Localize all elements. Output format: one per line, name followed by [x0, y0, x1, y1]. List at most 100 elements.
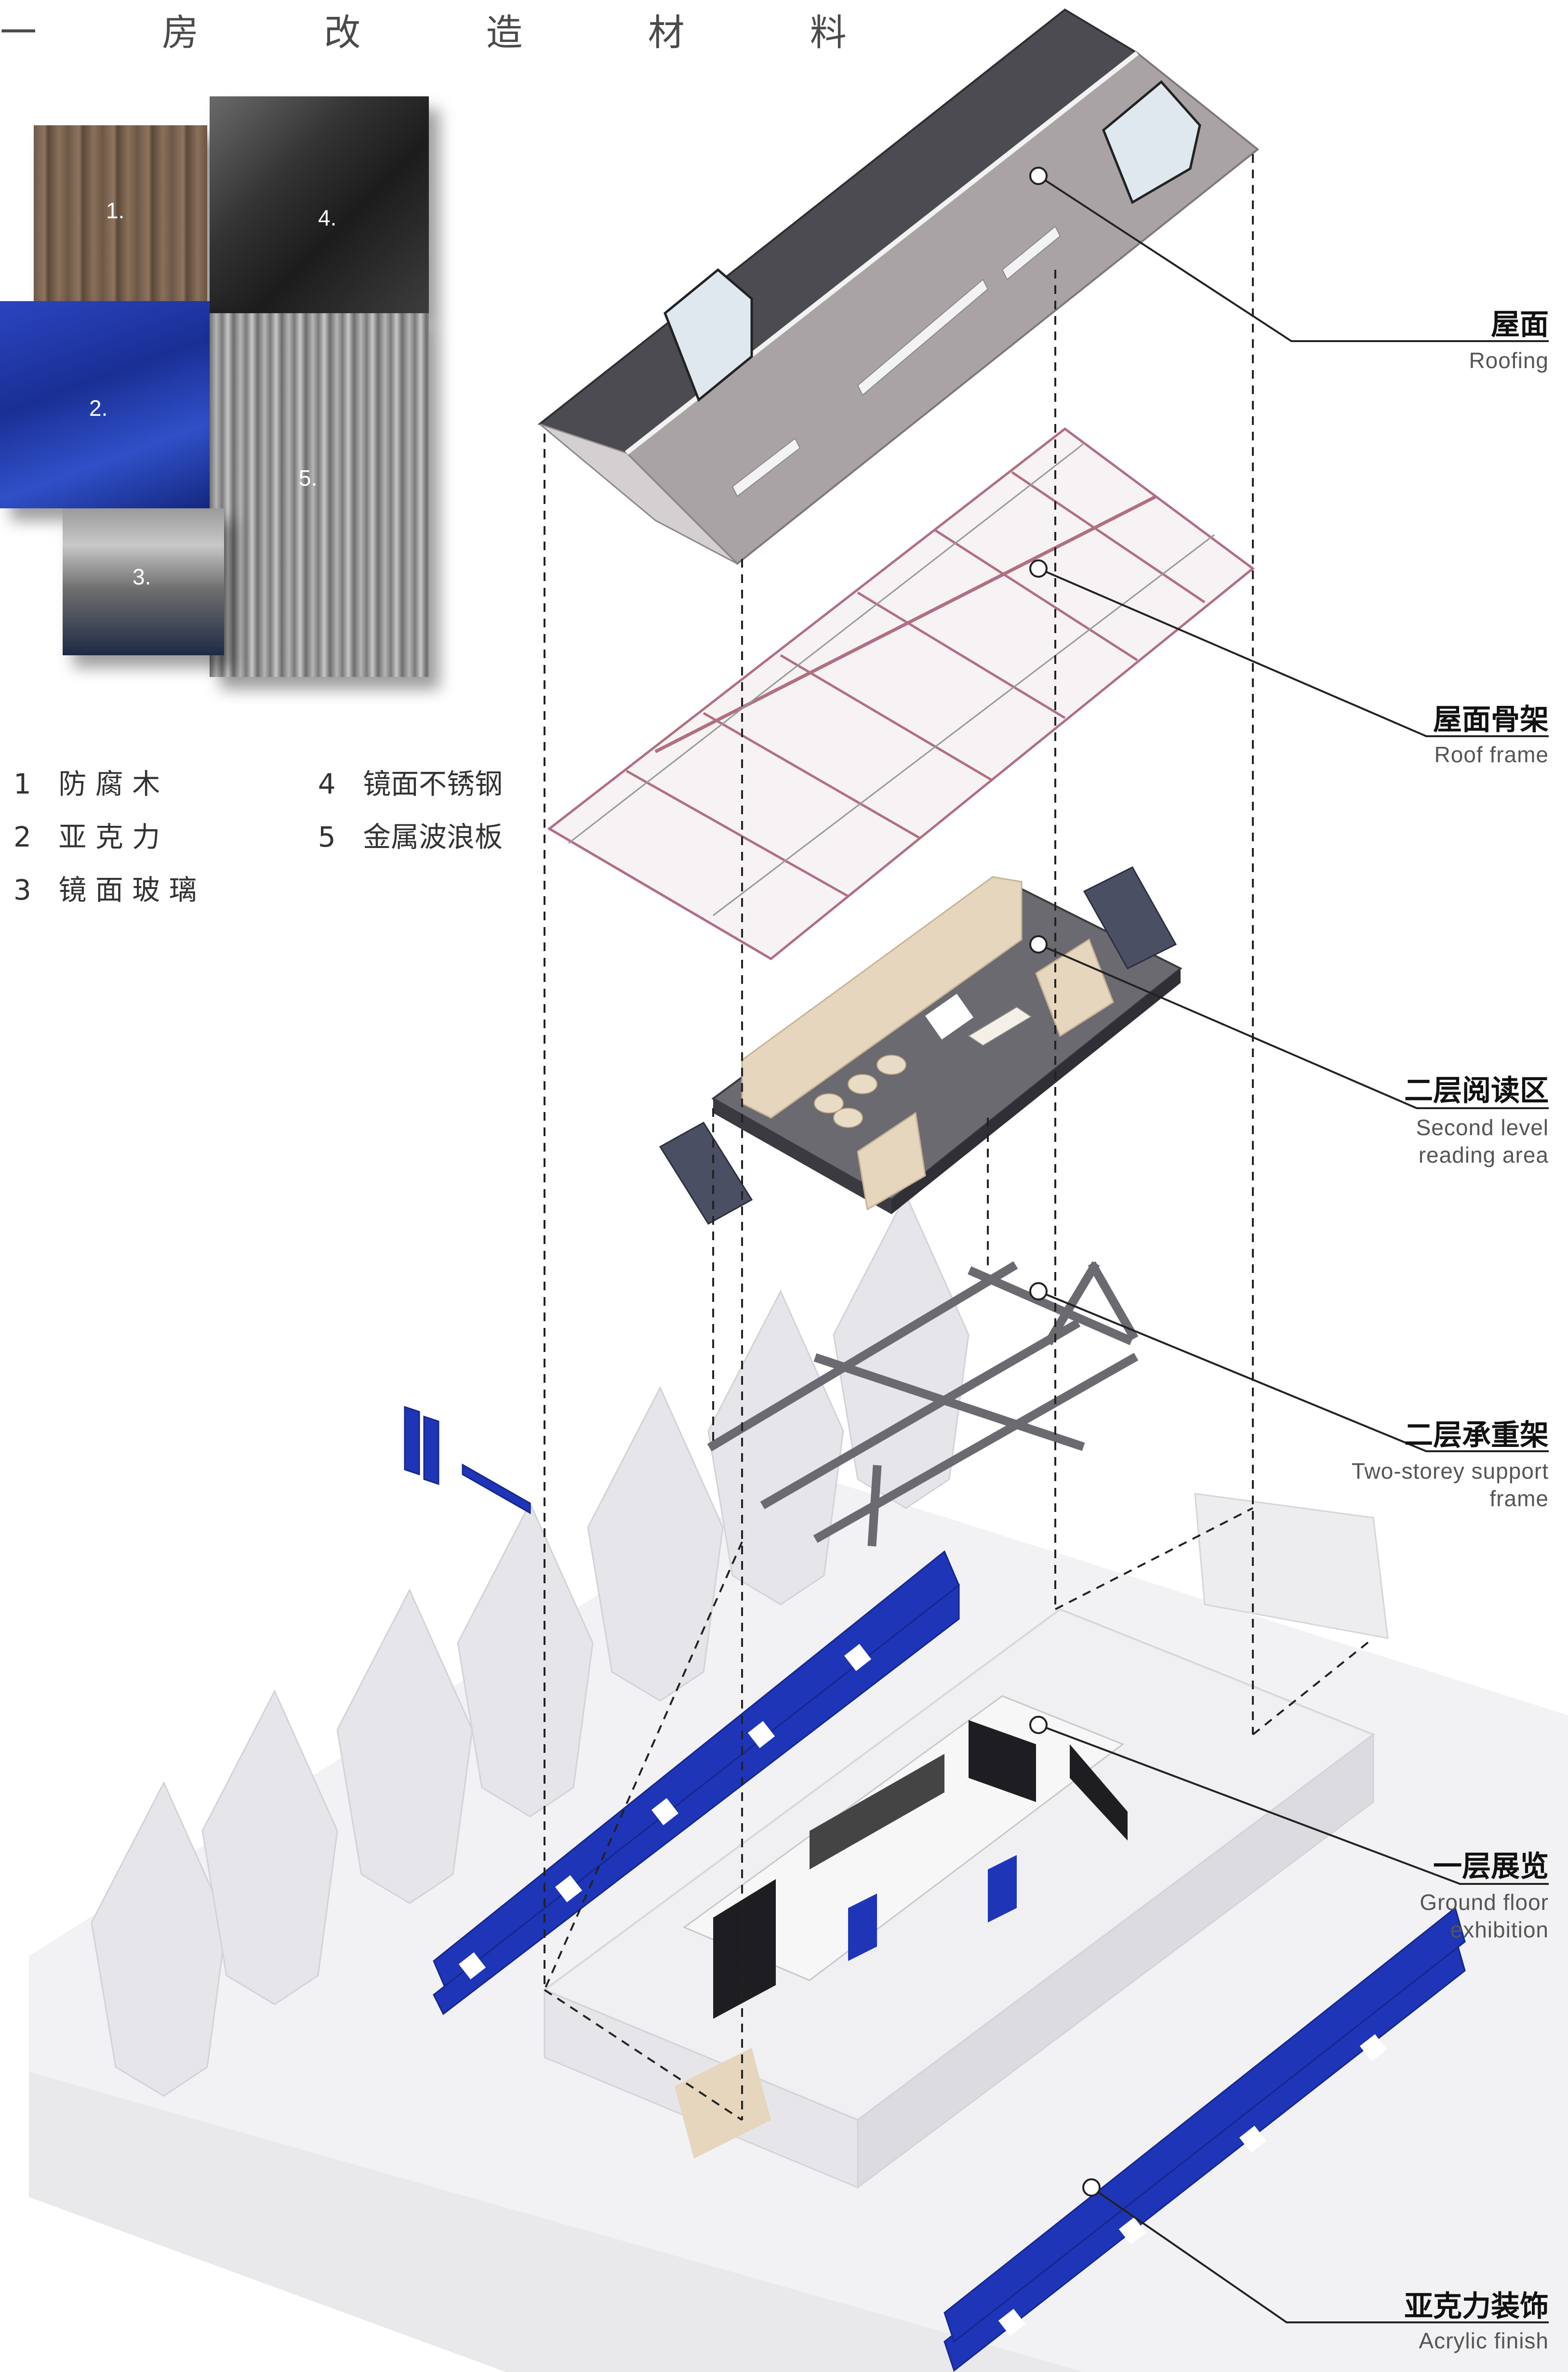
- reading-floor-edge: [891, 968, 1181, 1214]
- acrylic-window: [458, 1952, 486, 1980]
- acrylic-panel-windows: [458, 1643, 1387, 2336]
- roof-frame-rafter: [625, 769, 849, 898]
- roof-frame-rafter: [548, 827, 772, 960]
- exhibition-blue-stand: [988, 1855, 1017, 1922]
- legend-number: 4: [318, 768, 336, 800]
- acrylic-fragment: [404, 1405, 420, 1476]
- leader-reading-area: [1038, 943, 1549, 1109]
- swatch-number: 2.: [89, 396, 108, 421]
- seat: [814, 1093, 844, 1113]
- callout-dot: [1082, 2178, 1101, 2197]
- reading-skylight-void: [925, 994, 973, 1040]
- projection-lines: [544, 154, 1374, 2121]
- label-exhibition: 一层展览: [1433, 1850, 1549, 1883]
- exhibition-panel: [810, 1754, 944, 1869]
- legend-name: 镜 面 玻 璃: [58, 874, 197, 906]
- tree-row: [91, 1193, 970, 2097]
- exhibition-panel: [969, 1720, 1036, 1802]
- legend-name: 防 腐 木: [58, 768, 160, 800]
- callout-dots: [1029, 167, 1101, 2197]
- label-reading-area: 二层阅读区: [1404, 1074, 1549, 1108]
- acrylic-panel-back-lower: [433, 1583, 960, 2015]
- leader-support-frame: [1038, 1290, 1549, 1452]
- roof-front-gable: [539, 423, 738, 565]
- acrylic-window: [1239, 2125, 1267, 2153]
- projection-line: [1252, 1637, 1374, 1736]
- callout-dot: [1029, 935, 1048, 954]
- roof-frame-rafter: [1011, 471, 1206, 604]
- seat: [833, 1108, 863, 1128]
- reading-floor-edge: [713, 1099, 891, 1214]
- projection-line: [544, 1989, 743, 2121]
- seat: [848, 1074, 877, 1094]
- tree: [201, 1689, 338, 2005]
- label-acrylic-en: Acrylic finish: [1419, 2328, 1549, 2353]
- dormer: [664, 268, 753, 402]
- leader-acrylic: [1090, 2186, 1549, 2323]
- label-roof-frame-en: Roof frame: [1434, 742, 1549, 767]
- ground-floor-building: [542, 1493, 1389, 2189]
- callout-leaders: [1037, 175, 1549, 2323]
- acrylic-window: [555, 1875, 583, 1903]
- legend-name: 镜面不锈钢: [363, 768, 503, 800]
- label-acrylic: 亚克力装饰: [1404, 2290, 1549, 2323]
- label-roofing-en: Roofing: [1469, 348, 1549, 373]
- tree: [587, 1386, 724, 1702]
- reading-table: [968, 1006, 1032, 1047]
- roof-skylight: [1001, 225, 1061, 280]
- acrylic-panel-front-top: [943, 1907, 1466, 2343]
- acrylic-window: [1118, 2217, 1146, 2245]
- swatch-mirror-glass: 3.: [63, 508, 224, 655]
- support-truss: [1044, 1261, 1100, 1346]
- legend-row-1: 1 防 腐 木 4 镜面不锈钢: [13, 761, 503, 802]
- acrylic-fragment: [423, 1415, 439, 1485]
- tree: [707, 1289, 844, 1605]
- reading-area: [659, 866, 1183, 1225]
- label-support-frame-en: Two-storey support frame: [1351, 1458, 1549, 1511]
- roof-frame-purlin: [568, 442, 1085, 844]
- page-title: 一 房 改 造 材 料: [0, 11, 904, 54]
- ground-road: [29, 2072, 1084, 2372]
- label-reading-area-en: Second level reading area: [1416, 1115, 1549, 1167]
- roof-frame-rafter: [857, 591, 1066, 719]
- callout-dot: [1029, 1282, 1048, 1300]
- ghost-shed: [1194, 1493, 1389, 1639]
- support-beam: [867, 1465, 882, 1547]
- acrylic-window: [844, 1643, 872, 1671]
- dormer: [1102, 80, 1201, 204]
- callout-dot: [1029, 167, 1048, 185]
- acrylic-window: [1359, 2034, 1387, 2062]
- callout-dot: [1029, 1716, 1048, 1734]
- roof-frame-rafter: [934, 529, 1138, 662]
- swatch-number: 4.: [318, 205, 337, 230]
- legend-row-3: 3 镜 面 玻 璃: [13, 867, 197, 908]
- tree: [457, 1501, 594, 1817]
- exhibition-blue-stand: [848, 1894, 877, 1961]
- legend-number: 3: [13, 874, 31, 906]
- swatch-acrylic: 2.: [0, 301, 210, 508]
- acrylic-fragment: [462, 1463, 531, 1514]
- support-truss: [1088, 1261, 1139, 1341]
- roof-skylight: [857, 278, 989, 396]
- reading-seats: [814, 1055, 906, 1128]
- callout-dot: [1029, 559, 1048, 578]
- leader-exhibition: [1038, 1724, 1549, 1885]
- seat: [877, 1055, 906, 1075]
- reading-wood-wall: [857, 1112, 926, 1211]
- legend-number: 2: [13, 821, 31, 853]
- tree: [833, 1193, 970, 1509]
- support-frame: [707, 1261, 1139, 1547]
- roof: [537, 8, 1260, 565]
- label-roof-frame: 屋面骨架: [1433, 703, 1549, 737]
- support-beam: [760, 1319, 1081, 1510]
- label-roofing: 屋面: [1491, 308, 1549, 342]
- projection-line: [1055, 1507, 1253, 1610]
- stair: [659, 1121, 753, 1225]
- roof-skylight: [731, 437, 801, 497]
- support-beam: [813, 1353, 1085, 1451]
- legend-name: 亚 克 力: [58, 821, 160, 853]
- swatch-corrugated-metal: 5.: [210, 313, 429, 677]
- roof-frame-purlin: [713, 534, 1215, 916]
- acrylic-window: [651, 1798, 679, 1826]
- roof-frame: [547, 427, 1255, 961]
